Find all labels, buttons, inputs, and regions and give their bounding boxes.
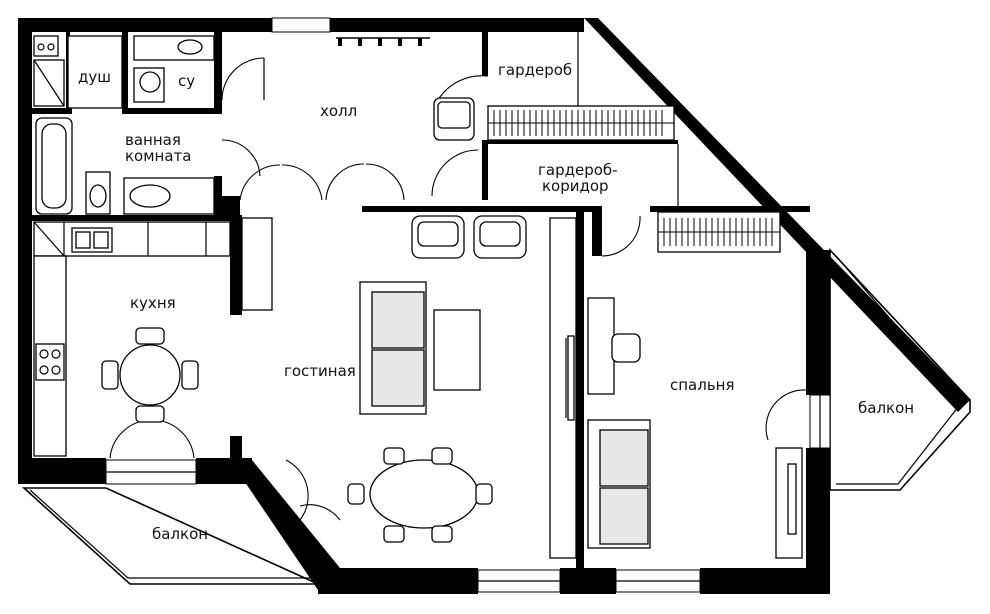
label-wardrobe: гардероб xyxy=(498,61,572,79)
label-bathroom-line2: комната xyxy=(125,147,191,165)
living-furniture xyxy=(241,215,577,559)
label-wardrobe-corridor-line2: коридор xyxy=(542,177,609,195)
room-labels: душ су ванная комната холл гардероб гард… xyxy=(78,61,914,543)
label-wardrobe-corridor-line1: гардероб- xyxy=(538,161,618,179)
balconies xyxy=(21,247,971,585)
label-wc: су xyxy=(178,72,195,90)
hall-furniture xyxy=(336,32,679,206)
label-bedroom: спальня xyxy=(670,376,735,394)
label-balcony-left: балкон xyxy=(152,525,208,543)
windows xyxy=(105,17,831,593)
hanger-rail xyxy=(488,110,674,136)
label-hall: холл xyxy=(320,102,357,120)
bathroom-fixtures xyxy=(33,35,215,215)
kitchen-furniture xyxy=(33,221,231,457)
label-bathroom-line1: ванная xyxy=(125,131,181,149)
label-balcony-right: балкон xyxy=(858,399,914,417)
label-kitchen: кухня xyxy=(130,294,176,312)
label-living-room: гостиная xyxy=(284,362,356,380)
label-shower: душ xyxy=(78,68,111,86)
bedroom-furniture xyxy=(587,211,803,559)
bedroom-hanger-rail xyxy=(658,218,780,246)
